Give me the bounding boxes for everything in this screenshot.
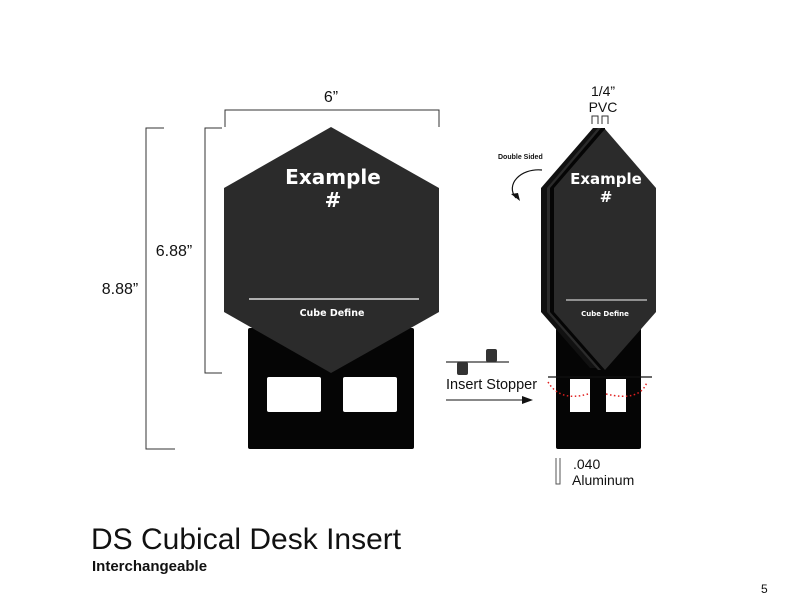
stopper-tab-up: [486, 349, 497, 362]
thickness-symbol: [591, 115, 609, 124]
aluminum-thickness-symbol: [555, 458, 561, 485]
double-sided-label: Double Sided: [498, 154, 543, 161]
width-label: 6”: [324, 89, 338, 106]
total-height-label: 8.88”: [102, 281, 138, 298]
side-view: 1/4” PVC Double Sided Example # Cube Def…: [498, 83, 656, 488]
side-card-footer: Cube Define: [581, 310, 629, 318]
insert-stopper: Insert Stopper: [446, 349, 537, 404]
page-subtitle: Interchangeable: [92, 558, 207, 575]
front-view: Example # Cube Define 6” 6.88” 8.88”: [102, 89, 440, 450]
side-card-title: Example: [570, 170, 642, 188]
arrow-head-icon: [522, 396, 533, 404]
page-title: DS Cubical Desk Insert: [91, 523, 402, 556]
material-label: PVC: [589, 99, 618, 115]
hexagon-card: [224, 127, 439, 373]
side-window-right: [606, 379, 626, 412]
side-card-number: #: [600, 188, 613, 206]
card-number: #: [325, 188, 342, 212]
stopper-label: Insert Stopper: [446, 377, 537, 393]
width-dimension-line: [224, 109, 440, 127]
stopper-tab-down: [457, 362, 468, 375]
page-number: 5: [761, 582, 768, 596]
side-hexagon-card: [554, 129, 656, 370]
dotted-arc-left: [547, 381, 589, 397]
base-window-left: [267, 377, 321, 412]
base-window-right: [343, 377, 397, 412]
aluminum-base: [248, 328, 414, 449]
card-title: Example: [285, 165, 381, 189]
base-material-label: Aluminum: [572, 472, 634, 488]
side-aluminum-base: [556, 328, 641, 449]
base-thickness-label: .040: [573, 456, 600, 472]
dotted-arc-right: [605, 381, 648, 397]
card-footer: Cube Define: [300, 308, 365, 319]
card-height-dimension-line: [204, 127, 222, 374]
total-height-dimension-line: [145, 127, 175, 450]
card-height-label: 6.88”: [156, 243, 192, 260]
thickness-label: 1/4”: [591, 83, 615, 99]
rotate-arrowhead-icon: [511, 193, 520, 201]
